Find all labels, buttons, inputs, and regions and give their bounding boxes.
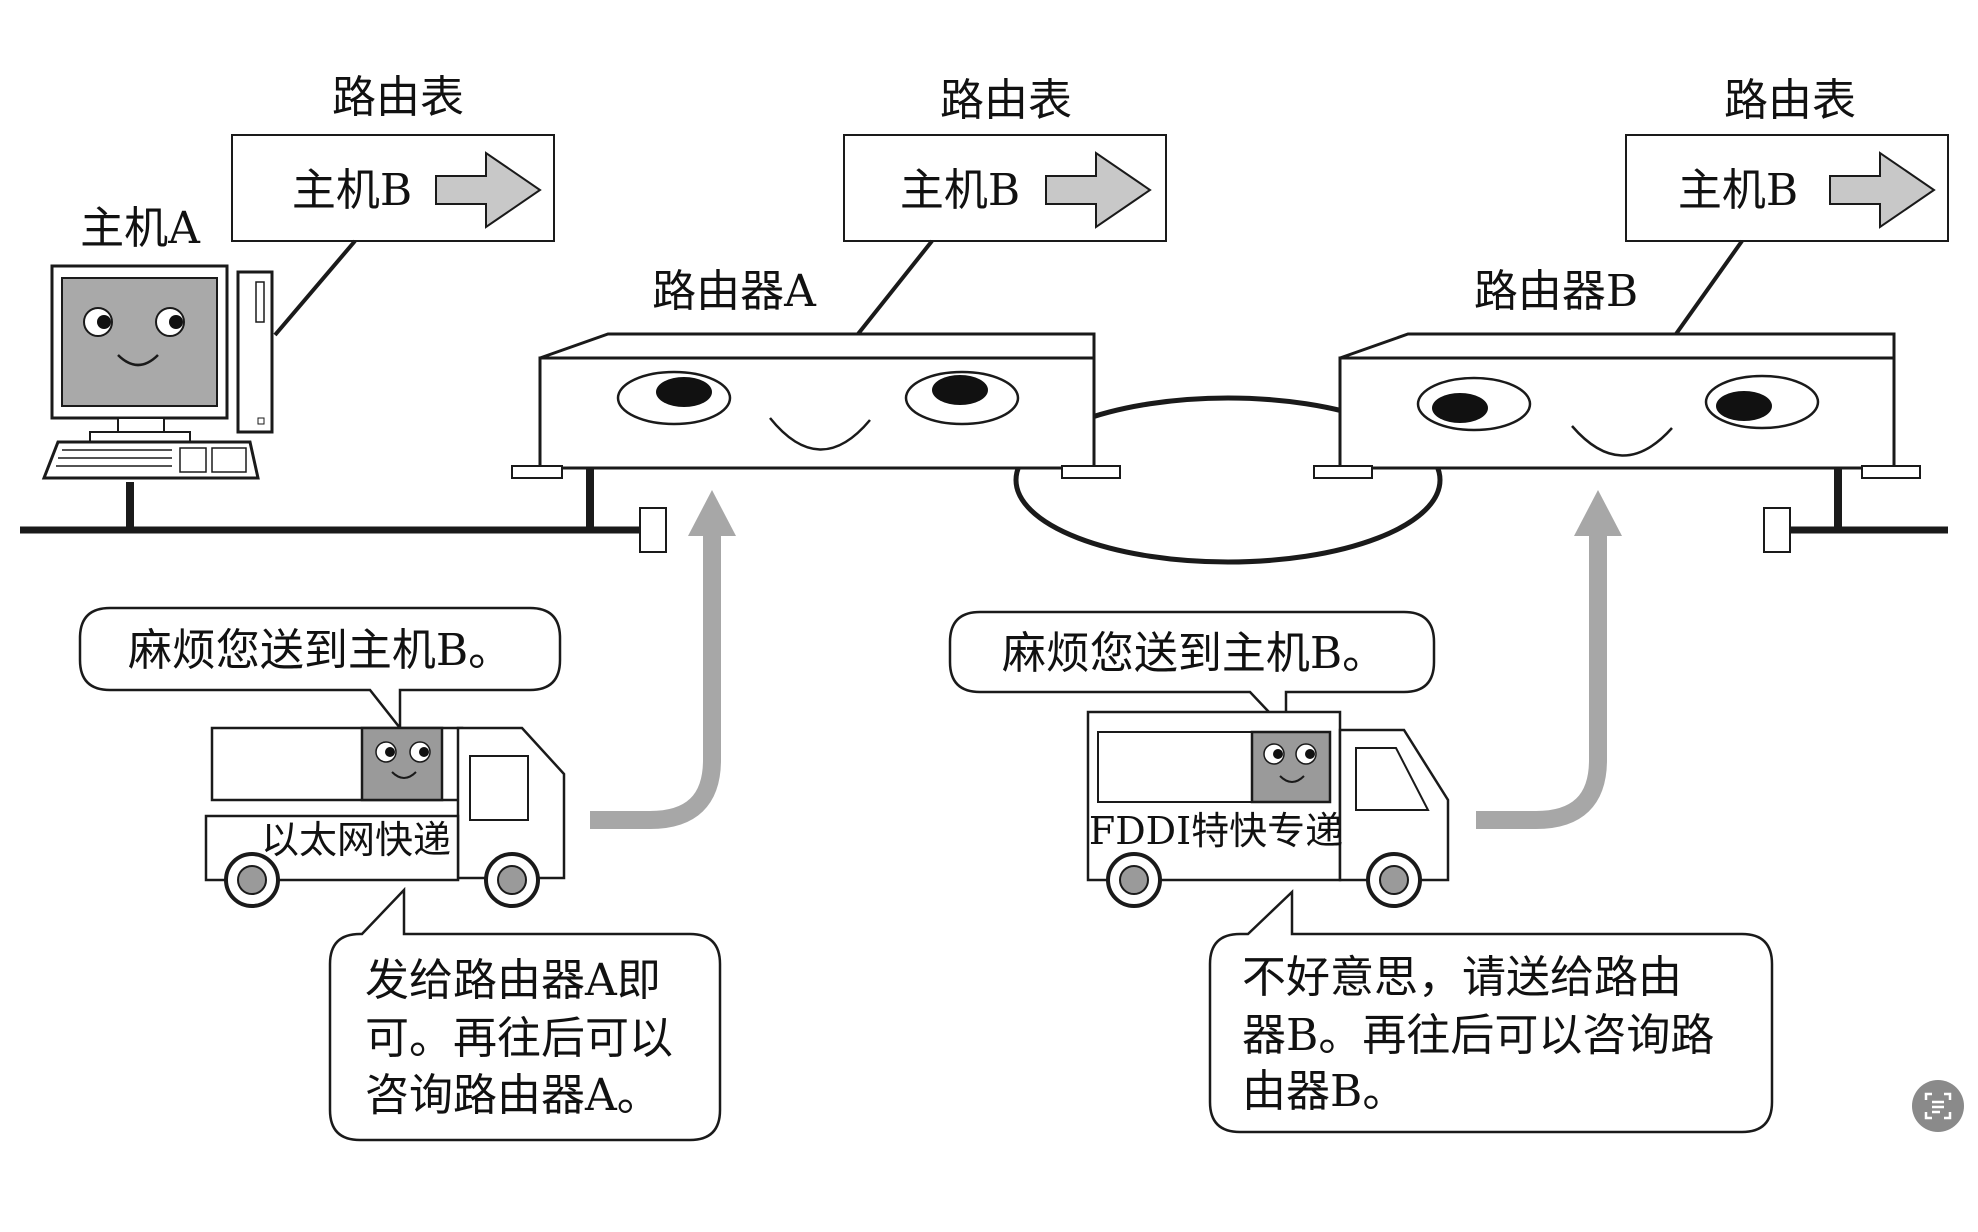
driver-window: [360, 726, 444, 802]
text-scan-button[interactable]: [1912, 1080, 1964, 1132]
truck-label: 以太网快递: [261, 818, 451, 862]
right-arrow-icon: [435, 151, 542, 229]
reply-line-3: 咨询路由器A。: [365, 1070, 661, 1121]
routing-table-entry: 主机B: [900, 165, 1020, 216]
router-a-label: 路由器A: [652, 266, 817, 317]
routing-table-title: 路由表: [1724, 75, 1856, 126]
monitor-screen: [61, 277, 218, 407]
reply-line-2: 器B。再往后可以咨询路: [1242, 1010, 1714, 1061]
speech-bubble-request-left: 麻烦您送到主机B。: [78, 606, 562, 732]
fddi-truck: FDDI特快专递: [1086, 710, 1450, 908]
host-a-label: 主机A: [80, 203, 201, 254]
fddi-ring: [1013, 395, 1443, 565]
reply-line-1: 发给路由器A即: [365, 955, 661, 1006]
request-text: 麻烦您送到主机B。: [1002, 628, 1386, 679]
up-arrow-to-router-a: [590, 490, 736, 829]
routing-table-entry: 主机B: [1678, 165, 1798, 216]
routing-table-entry: 主机B: [292, 165, 412, 216]
routing-table-router-a: 路由表 主机B: [843, 75, 1167, 336]
speech-bubble-reply-left: 发给路由器A即 可。再往后可以 咨询路由器A。: [328, 886, 722, 1142]
router-b-label: 路由器B: [1474, 266, 1638, 317]
terminator-left: [639, 507, 667, 553]
router-a: 路由器A: [511, 266, 1121, 479]
driver-window: [1250, 730, 1332, 804]
request-text: 麻烦您送到主机B。: [128, 625, 512, 676]
terminator-right: [1763, 507, 1791, 553]
routing-table-title: 路由表: [940, 75, 1072, 126]
host-a-computer: 主机A: [41, 203, 274, 480]
right-arrow-icon: [1829, 151, 1936, 229]
reply-line-3: 由器B。: [1242, 1066, 1406, 1117]
speech-bubble-reply-right: 不好意思，请送给路由 器B。再往后可以咨询路 由器B。: [1208, 889, 1774, 1134]
text-scan-icon: [1924, 1092, 1952, 1120]
routing-table-host: 路由表 主机B: [231, 72, 555, 337]
up-arrow-to-router-b: [1476, 490, 1622, 829]
reply-line-2: 可。再往后可以: [365, 1013, 673, 1064]
reply-line-1: 不好意思，请送给路由: [1242, 952, 1682, 1003]
routing-table-router-b: 路由表 主机B: [1625, 75, 1949, 336]
speech-bubble-request-right: 麻烦您送到主机B。: [948, 610, 1436, 734]
truck-label: FDDI特快专递: [1089, 809, 1343, 853]
router-b: 路由器B: [1313, 266, 1921, 479]
routing-table-title: 路由表: [332, 72, 464, 123]
right-arrow-icon: [1045, 151, 1152, 229]
ethernet-truck: 以太网快递: [204, 726, 566, 908]
